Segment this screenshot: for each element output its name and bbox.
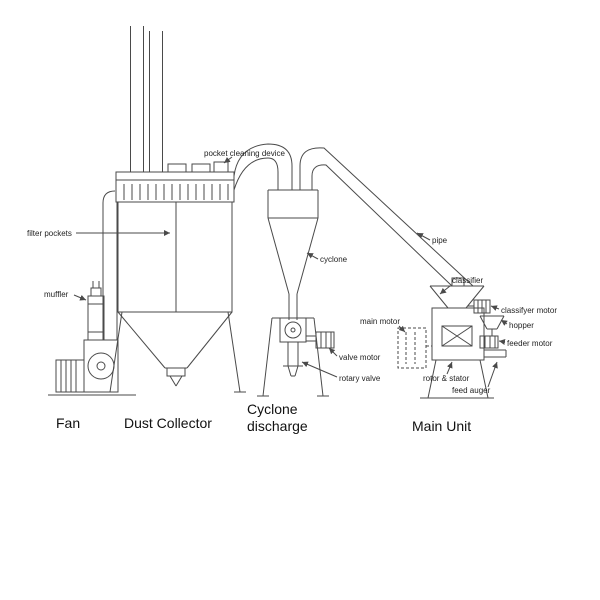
main-unit xyxy=(397,277,507,399)
label-muffler: muffler xyxy=(44,290,69,299)
label-rotor-stator: rotor & stator xyxy=(423,374,470,383)
fan-motor xyxy=(55,359,85,393)
label-pipe: pipe xyxy=(432,236,448,245)
label-filter-pockets: filter pockets xyxy=(27,229,72,238)
label-dust-collector: Dust Collector xyxy=(124,415,212,431)
collector-cyclone-duct xyxy=(233,143,293,191)
classifyer-motor-leader-line xyxy=(490,305,500,311)
label-cyclone-discharge-line1: Cyclone xyxy=(247,401,298,417)
feeder-motor-block xyxy=(479,335,499,349)
valve-motor-leader-line xyxy=(328,347,338,357)
collector-fan-duct xyxy=(102,190,118,340)
pocket-cleaning-leader-line xyxy=(223,156,233,164)
label-cyclone: cyclone xyxy=(320,255,348,264)
hopper-funnel xyxy=(479,315,488,330)
label-feed-auger: feed auger xyxy=(452,386,491,395)
collector-outlet xyxy=(166,367,186,377)
fan-housing xyxy=(83,339,119,393)
cyclone-main-pipe xyxy=(299,147,474,287)
fan-assembly xyxy=(48,339,136,396)
feeder-motor-leader-line xyxy=(498,339,506,345)
main-motor-leader-line xyxy=(398,325,406,333)
classifier-leader-line xyxy=(439,285,451,295)
fan-impeller xyxy=(87,352,115,380)
label-fan: Fan xyxy=(56,415,80,431)
leader-lines xyxy=(73,156,508,388)
rotor-stator-zone xyxy=(441,325,473,347)
label-classifier: classifier xyxy=(452,276,483,285)
collector-body xyxy=(117,201,233,313)
rotary-valve-leader-line xyxy=(301,361,338,378)
pocket-cleaning-device xyxy=(213,161,229,173)
cyclone-body xyxy=(267,189,319,320)
classifier-funnel xyxy=(429,285,449,309)
muffler xyxy=(87,281,105,341)
label-valve-motor: valve motor xyxy=(339,353,381,362)
muffler-body xyxy=(87,295,105,341)
label-classifyer-motor: classifyer motor xyxy=(501,306,557,315)
mill-body xyxy=(431,307,485,361)
collector-header xyxy=(115,171,235,203)
feed-auger-leader-line xyxy=(487,361,498,388)
muffler-leader-line xyxy=(73,294,87,301)
main-motor-box xyxy=(397,327,427,369)
label-cyclone-discharge-line2: discharge xyxy=(247,418,308,434)
pipe-leader-line xyxy=(416,232,431,241)
cyclone-cone xyxy=(267,217,290,295)
dust-collector xyxy=(104,161,246,393)
rotary-valve xyxy=(279,317,307,343)
rotor-stator-leader-line xyxy=(446,361,453,375)
label-main-unit: Main Unit xyxy=(412,418,471,434)
cyclone-discharge-assembly xyxy=(257,317,335,397)
label-main-motor: main motor xyxy=(360,317,400,326)
cyclone-leader-line xyxy=(306,252,319,260)
valve-motor-block xyxy=(315,331,335,349)
exhaust-ducts xyxy=(130,26,163,172)
label-rotary-valve: rotary valve xyxy=(339,374,381,383)
hopper-leader-line xyxy=(500,319,508,326)
label-feeder-motor: feeder motor xyxy=(507,339,553,348)
label-hopper: hopper xyxy=(509,321,534,330)
label-pocket-cleaning-device: pocket cleaning device xyxy=(204,149,285,158)
